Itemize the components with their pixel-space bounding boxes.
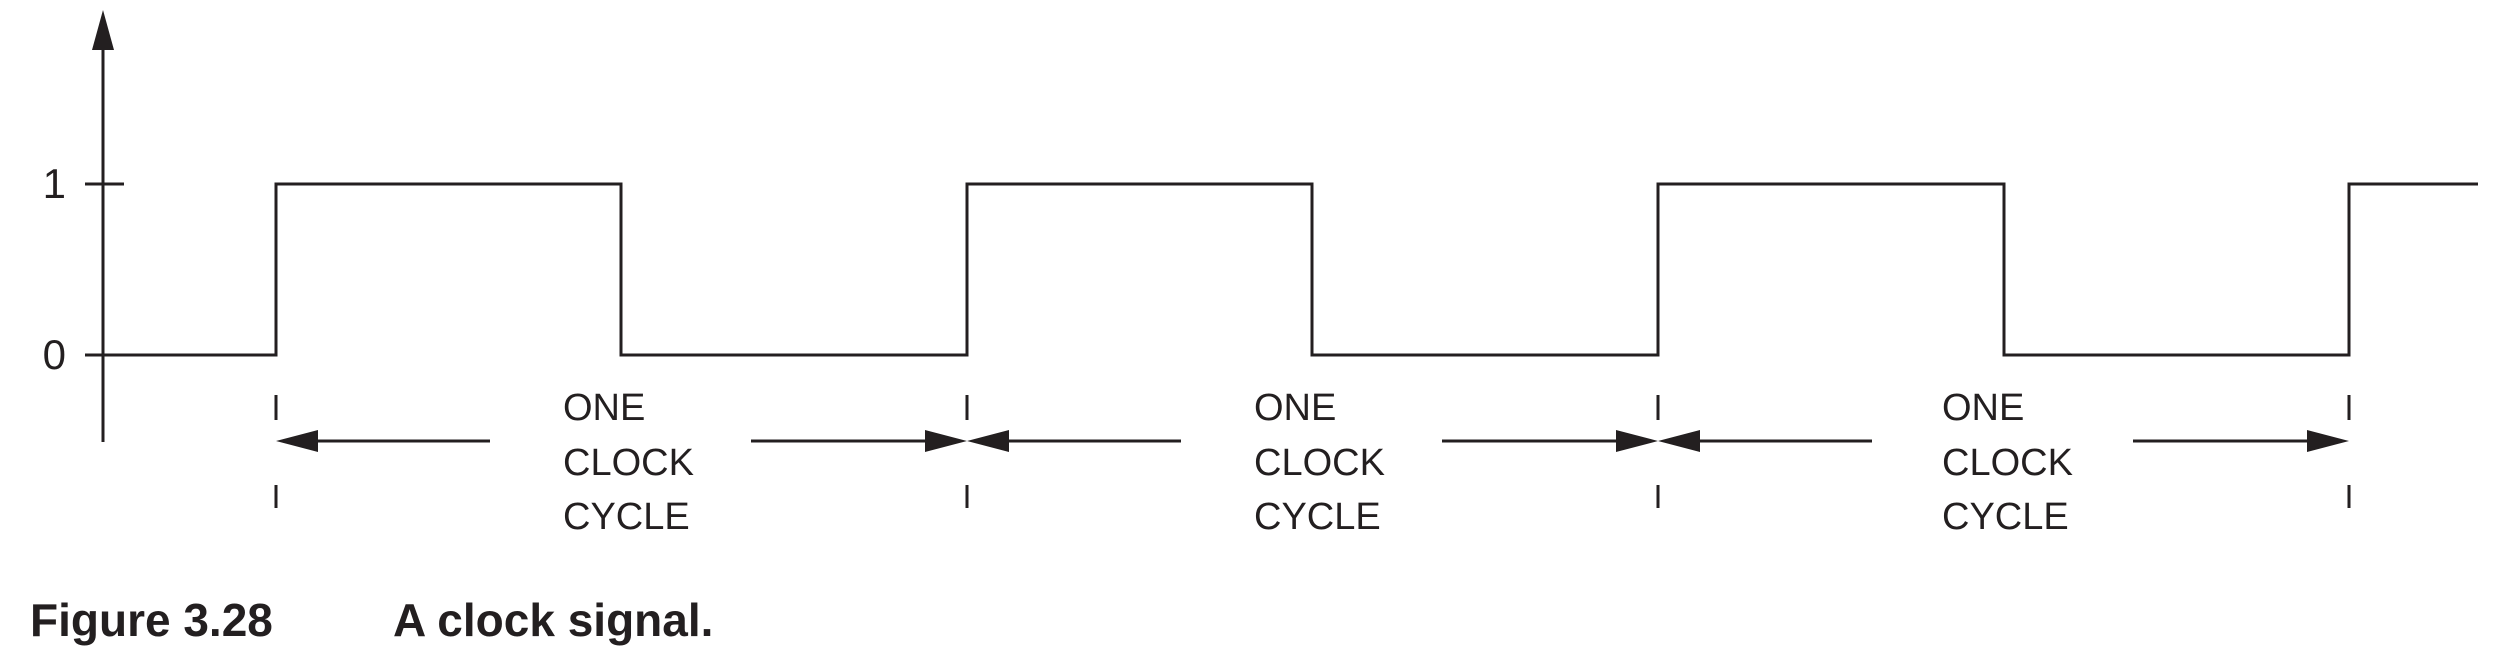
cycle-label-line-3: CYCLE <box>563 496 690 538</box>
clock-waveform <box>103 182 2478 357</box>
cycle-label-line-3: CYCLE <box>1942 496 2069 538</box>
cycle-label-line-1: ONE <box>1942 387 2024 429</box>
clock-cycle-annotation-3: ONE CLOCK CYCLE <box>1942 387 2073 538</box>
y-axis-arrowhead <box>92 10 114 50</box>
clock-cycle-annotation-1: ONE CLOCK CYCLE <box>563 387 694 538</box>
cycle-label-line-1: ONE <box>1254 387 1336 429</box>
y-tick-label-0: 0 <box>43 331 66 378</box>
arrowhead-right <box>2307 430 2349 452</box>
cycle-label-line-2: CLOCK <box>563 442 694 484</box>
figure-caption: Figure 3.28 A clock signal. <box>30 585 713 655</box>
clock-cycle-annotation-2: ONE CLOCK CYCLE <box>1254 387 1385 538</box>
cycle-label-line-3: CYCLE <box>1254 496 1381 538</box>
arrowhead-right <box>1616 430 1658 452</box>
cycle-label-line-2: CLOCK <box>1942 442 2073 484</box>
cycle-label-line-2: CLOCK <box>1254 442 1385 484</box>
y-tick-label-1: 1 <box>43 160 66 207</box>
cycle-dimension-arrows <box>276 430 2349 452</box>
arrowhead-left <box>276 430 318 452</box>
arrowhead-left <box>1658 430 1700 452</box>
arrowhead-right <box>925 430 967 452</box>
figure-number: Figure 3.28 <box>30 594 273 646</box>
figure-title: A clock signal. <box>393 594 714 646</box>
cycle-boundary-markers <box>274 395 2351 508</box>
cycle-label-line-1: ONE <box>563 387 645 429</box>
arrowhead-left <box>967 430 1009 452</box>
